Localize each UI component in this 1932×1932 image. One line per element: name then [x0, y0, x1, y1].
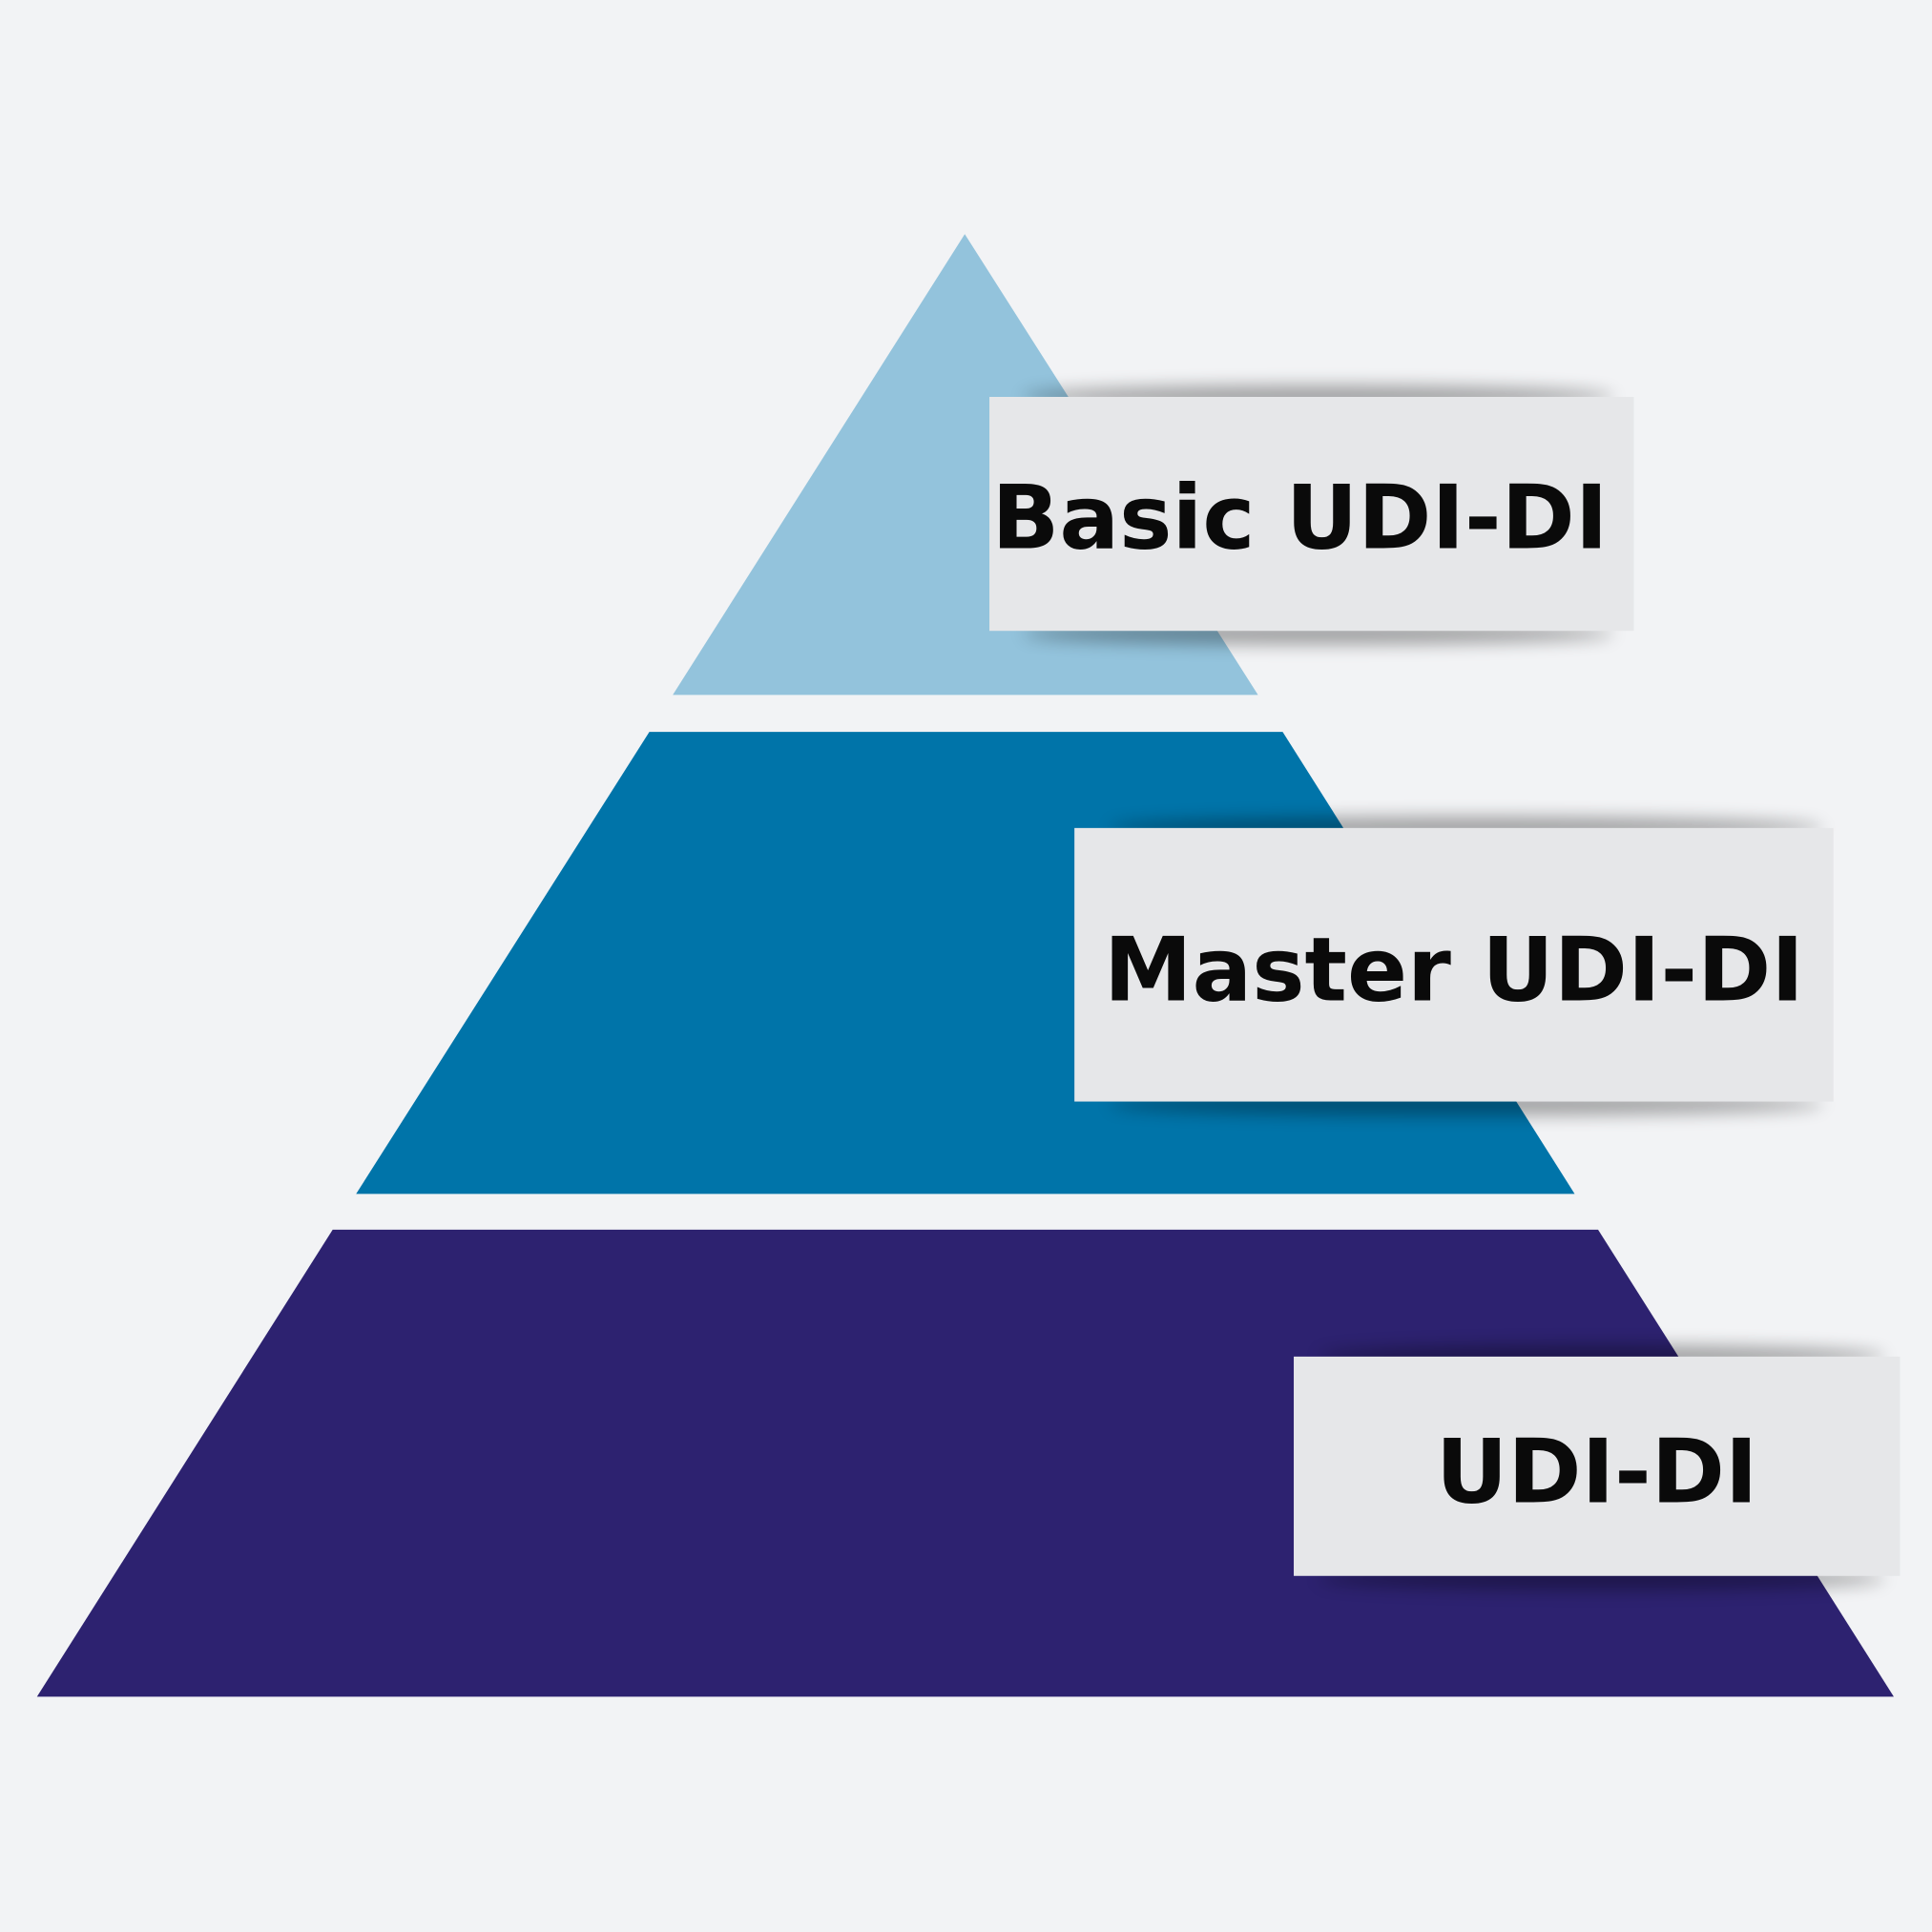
label-text: Basic UDI-DI — [992, 467, 1609, 570]
label-udi-di: UDI-DI — [1294, 1356, 1901, 1576]
label-box — [989, 396, 1634, 632]
label-box — [1294, 1356, 1901, 1576]
label-basic-udi-di: Basic UDI-DI — [989, 396, 1634, 632]
label-master-udi-di: Master UDI-DI — [1074, 827, 1834, 1102]
label-text: UDI-DI — [1436, 1420, 1758, 1523]
label-box — [1074, 827, 1834, 1102]
label-text: Master UDI-DI — [1104, 919, 1804, 1022]
